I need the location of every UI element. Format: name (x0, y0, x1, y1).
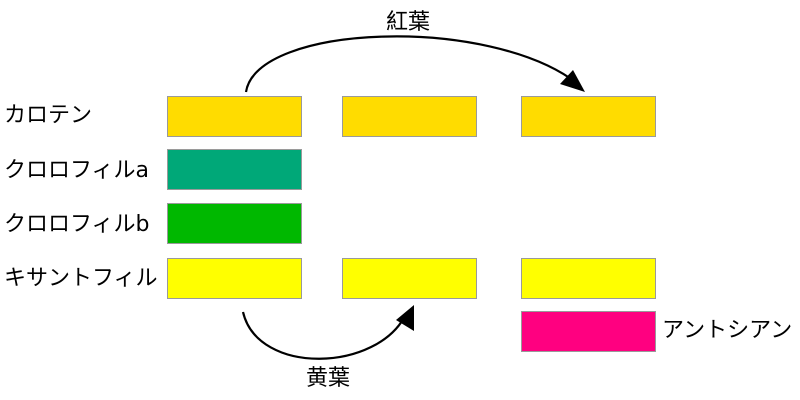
yellow-leaf-arrow-label: 黄葉 (306, 366, 351, 391)
bar-carotene-red-leaf (521, 96, 656, 137)
bar-anthocyanin-red-leaf (521, 311, 656, 352)
label-carotene: カロテン (4, 103, 93, 128)
bar-carotene-green-leaf (167, 96, 302, 137)
bar-xanthophyll-green-leaf (167, 258, 302, 299)
bar-chlorophyll-a-green-leaf (167, 149, 302, 190)
label-anthocyanin: アントシアン (662, 318, 793, 343)
bar-xanthophyll-yellow-leaf (342, 258, 477, 299)
bar-carotene-yellow-leaf (342, 96, 477, 137)
red-leaf-arrow (244, 35, 579, 93)
label-chlorophyll-a: クロロフィルa (4, 158, 150, 183)
red-leaf-arrow-label: 紅葉 (386, 10, 431, 35)
label-chlorophyll-b: クロロフィルb (4, 212, 150, 237)
red-leaf-arrowhead-icon (560, 70, 585, 92)
bar-chlorophyll-b-green-leaf (167, 203, 302, 244)
yellow-leaf-arrow (241, 311, 407, 360)
bar-xanthophyll-red-leaf (521, 258, 656, 299)
label-xanthophyll: キサントフィル (4, 266, 158, 291)
yellow-leaf-arrowhead-icon (396, 305, 414, 331)
